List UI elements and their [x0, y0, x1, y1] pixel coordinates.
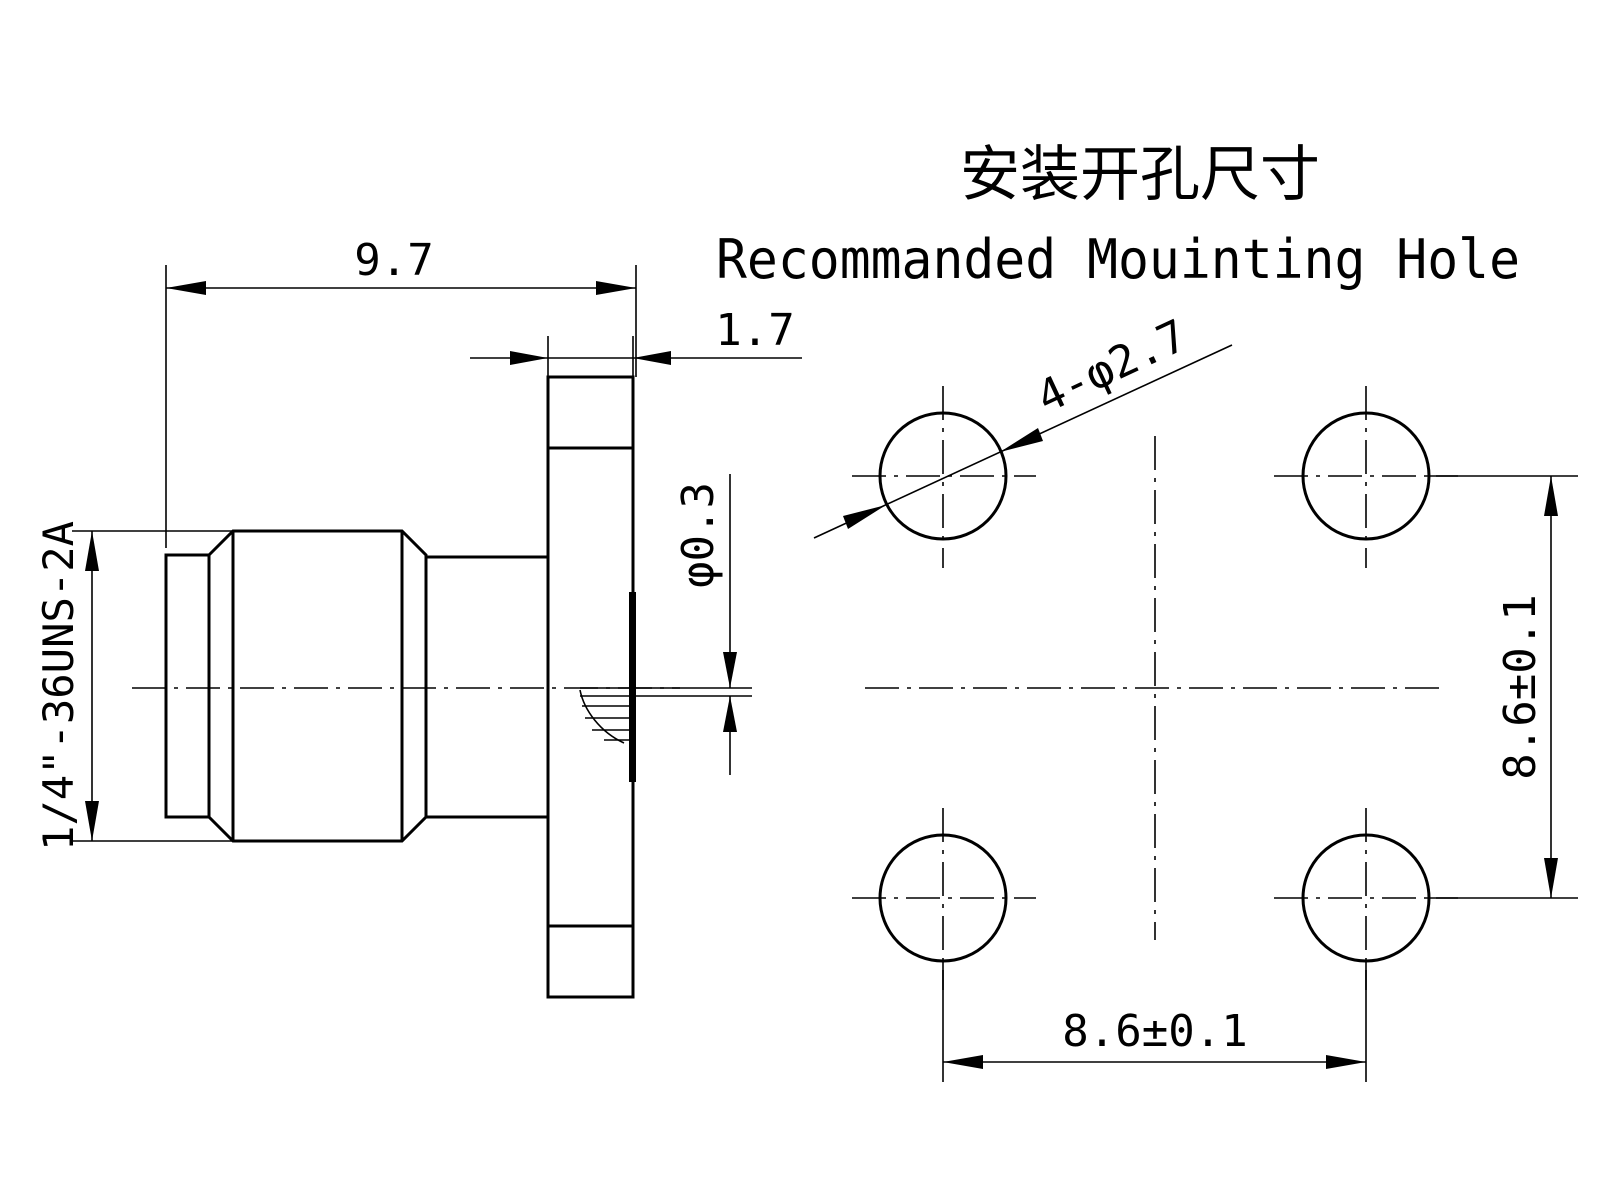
- dim-thread: 1/4"-36UNS-2A: [34, 521, 233, 851]
- dim-hole-spacing-vertical: 8.6±0.1: [1429, 475, 1578, 899]
- dim-hole-diameter-label: 4-φ2.7: [1029, 310, 1195, 423]
- thread-body-outline: [207, 529, 428, 843]
- dim-overall-length: 9.7: [165, 235, 637, 548]
- dim-overall-length-label: 9.7: [354, 235, 433, 286]
- dim-flange-thickness: 1.7: [470, 305, 802, 377]
- dim-hole-spacing-horizontal: 8.6±0.1: [942, 961, 1367, 1082]
- mounting-hole-bottom-left: [852, 808, 1036, 990]
- title-chinese: 安装开孔尺寸: [960, 140, 1320, 210]
- dim-flange-thickness-label: 1.7: [715, 305, 794, 356]
- mounting-hole-top-right: [1274, 386, 1458, 568]
- rear-body-outline: [426, 555, 550, 819]
- connector-side-view: [132, 375, 680, 999]
- mounting-hole-top-left: [852, 386, 1036, 568]
- dim-pin-diameter: φ0.3: [636, 474, 752, 775]
- dim-hole-spacing-horizontal-label: 8.6±0.1: [1062, 1006, 1247, 1057]
- dim-hole-spacing-vertical-label: 8.6±0.1: [1495, 594, 1546, 779]
- mounting-hole-pattern: [852, 386, 1458, 990]
- dim-hole-diameter: 4-φ2.7: [813, 310, 1233, 539]
- dim-thread-label: 1/4"-36UNS-2A: [34, 521, 83, 851]
- rear-insulator: [629, 592, 636, 782]
- pin-section: [580, 687, 633, 741]
- flange-outline: [546, 375, 635, 999]
- front-ring-outline: [164, 553, 209, 819]
- title-english: Recommanded Mouinting Hole: [716, 228, 1520, 291]
- dim-pin-diameter-label: φ0.3: [673, 482, 724, 588]
